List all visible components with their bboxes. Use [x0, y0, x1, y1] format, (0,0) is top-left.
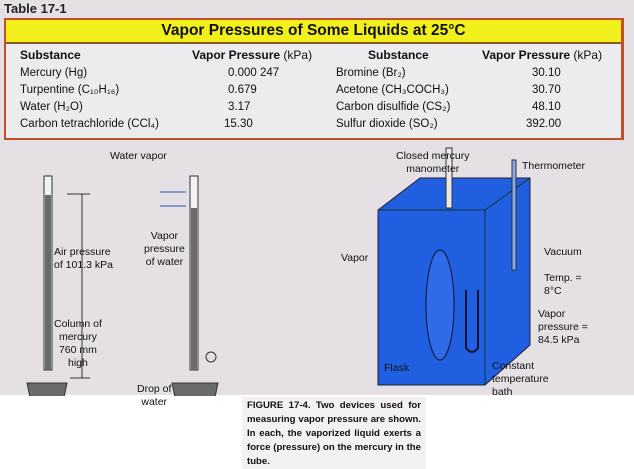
vapor-pressure-table: Vapor Pressures of Some Liquids at 25°C … [4, 18, 624, 140]
label-temp: Temp. =8°C [544, 272, 582, 297]
table-cell-substance: Carbon disulfide (CS₂) [336, 101, 451, 113]
table-cell-value: 0.679 [228, 84, 257, 96]
table-cell-substance: Mercury (Hg) [20, 67, 88, 79]
table-cell-value: 0.000 247 [228, 67, 280, 79]
header-substance-left: Substance [20, 48, 81, 62]
header-pressure-left: Vapor Pressure (kPa) [192, 48, 313, 62]
table-cell-value: 392.00 [526, 118, 562, 130]
table-cell-value: 3.17 [228, 101, 251, 113]
vapor-pressure-diagram [26, 147, 531, 396]
label-water-vapor: Water vapor [110, 150, 167, 162]
table-cell-substance: Bromine (Br₂) [336, 67, 406, 79]
table-cell-value: 30.70 [532, 84, 561, 96]
table-cell-substance: Carbon tetrachloride (CCl₄) [20, 118, 159, 130]
table-title: Vapor Pressures of Some Liquids at 25°C [6, 20, 621, 44]
table-cell-substance: Water (H₂O) [20, 101, 83, 113]
table-cell-substance: Sulfur dioxide (SO₂) [336, 118, 438, 130]
barometer-air [26, 175, 90, 396]
table-label: Table 17-1 [4, 1, 67, 16]
label-vapor: Vapor [341, 252, 369, 264]
header-substance-right: Substance [368, 48, 429, 62]
table-cell-value: 48.10 [532, 101, 561, 113]
figure-caption: FIGURE 17-4. Two devices used for measur… [242, 397, 426, 469]
label-thermometer: Thermometer [522, 160, 586, 172]
table-cell-value: 30.10 [532, 67, 561, 79]
table-cell-value: 15.30 [224, 118, 253, 130]
constant-temperature-bath [377, 147, 531, 386]
table-cell-substance: Turpentine (C₁₀H₁₆) [20, 84, 120, 96]
table-cell-substance: Acetone (CH₃COCH₃) [336, 84, 449, 96]
label-vacuum: Vacuum [544, 246, 582, 258]
header-pressure-right: Vapor Pressure (kPa) [482, 48, 603, 62]
barometer-water [160, 175, 219, 396]
label-flask: Flask [384, 362, 410, 374]
